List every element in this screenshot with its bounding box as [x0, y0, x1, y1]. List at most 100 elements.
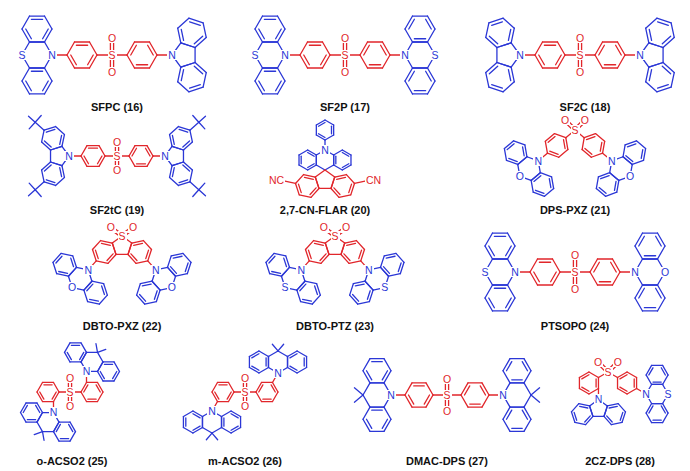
bond-line — [22, 29, 30, 42]
bond-line — [553, 259, 561, 272]
bond-line — [172, 146, 183, 150]
bond-line — [87, 352, 98, 353]
atom-label: O — [65, 373, 75, 384]
bond-line — [585, 149, 592, 155]
bond-line — [45, 29, 53, 42]
bond-line — [206, 433, 212, 440]
bond-line — [240, 417, 241, 428]
atom-label: S — [431, 50, 440, 61]
bond-line — [231, 428, 241, 434]
bond-line — [256, 392, 262, 402]
atom-label: O — [112, 165, 122, 176]
bond-line — [183, 141, 190, 147]
bond-line — [218, 401, 229, 402]
bond-line — [37, 392, 43, 402]
bond-line — [172, 146, 183, 150]
bond-line — [113, 371, 117, 378]
bond-line — [281, 267, 289, 276]
bond-line — [132, 148, 137, 156]
bond-line — [101, 243, 110, 245]
bond-line — [278, 344, 284, 351]
bond-line — [71, 55, 77, 65]
bond-line — [65, 343, 71, 353]
bond-line — [297, 281, 305, 290]
bond-line — [405, 68, 413, 81]
bond-line — [29, 116, 36, 122]
bond-line — [22, 16, 30, 29]
bond-line — [618, 372, 628, 378]
bond-line — [663, 365, 669, 375]
bond-line — [45, 81, 53, 94]
bond-line — [658, 285, 666, 298]
bond-line — [52, 392, 56, 399]
bond-line — [59, 272, 68, 274]
bond-line — [620, 412, 623, 420]
bond-line — [658, 298, 666, 311]
bond-line — [290, 354, 297, 358]
bond-line — [268, 356, 269, 367]
atom-label: O — [613, 357, 623, 368]
bond-line — [553, 272, 561, 285]
bond-line — [614, 181, 616, 190]
bond-line — [538, 284, 553, 285]
bond-line — [183, 411, 193, 417]
bond-line — [30, 67, 45, 68]
bond-line — [409, 71, 415, 81]
atom-label: CN — [365, 175, 382, 186]
bond-line — [367, 291, 370, 300]
atom-label: S — [571, 267, 580, 278]
bond-line — [102, 286, 105, 295]
bond-line — [300, 284, 306, 291]
bond-line — [341, 243, 345, 254]
bond-line — [596, 177, 598, 189]
bond-line — [75, 41, 90, 42]
bond-line — [652, 403, 663, 404]
bond-line — [54, 422, 60, 432]
atom-label: S — [241, 387, 250, 398]
atom-label: O — [106, 222, 116, 233]
bond-line — [212, 428, 222, 434]
bond-line — [314, 243, 323, 245]
bond-line — [190, 170, 192, 182]
bond-line — [134, 243, 143, 245]
bond-line — [323, 42, 331, 55]
bond-line — [538, 258, 553, 259]
bond-line — [263, 93, 278, 94]
bond-line — [496, 48, 497, 63]
bond-line — [128, 254, 136, 263]
bond-line — [27, 419, 35, 420]
bond-line — [193, 190, 199, 197]
bond-line — [68, 267, 76, 276]
bond-line — [255, 81, 263, 94]
atom-label: N — [207, 406, 217, 417]
bond-line — [323, 55, 331, 68]
bond-line — [325, 120, 334, 125]
bond-line — [646, 375, 652, 385]
bond-line — [618, 404, 625, 412]
bond-line — [396, 253, 404, 262]
bond-line — [652, 384, 663, 385]
bond-line — [555, 134, 566, 138]
atom-label: N — [607, 156, 617, 167]
atom-label: O — [570, 284, 580, 295]
bond-line — [503, 82, 514, 92]
bond-line — [534, 272, 540, 282]
bond-line — [658, 85, 669, 88]
bond-line — [183, 142, 192, 150]
bond-line — [255, 68, 263, 81]
bond-line — [508, 29, 510, 40]
bond-line — [172, 168, 174, 177]
bond-line — [493, 284, 508, 285]
bond-line — [190, 182, 199, 190]
bond-line — [595, 42, 603, 55]
bond-line — [383, 55, 391, 68]
bond-line — [367, 371, 372, 380]
bond-line — [368, 41, 383, 42]
bond-line — [639, 236, 645, 246]
bond-line — [494, 236, 505, 237]
bond-line — [103, 361, 114, 362]
bond-line — [656, 288, 662, 298]
atom-label: O — [575, 33, 585, 44]
bond-line — [384, 359, 391, 371]
